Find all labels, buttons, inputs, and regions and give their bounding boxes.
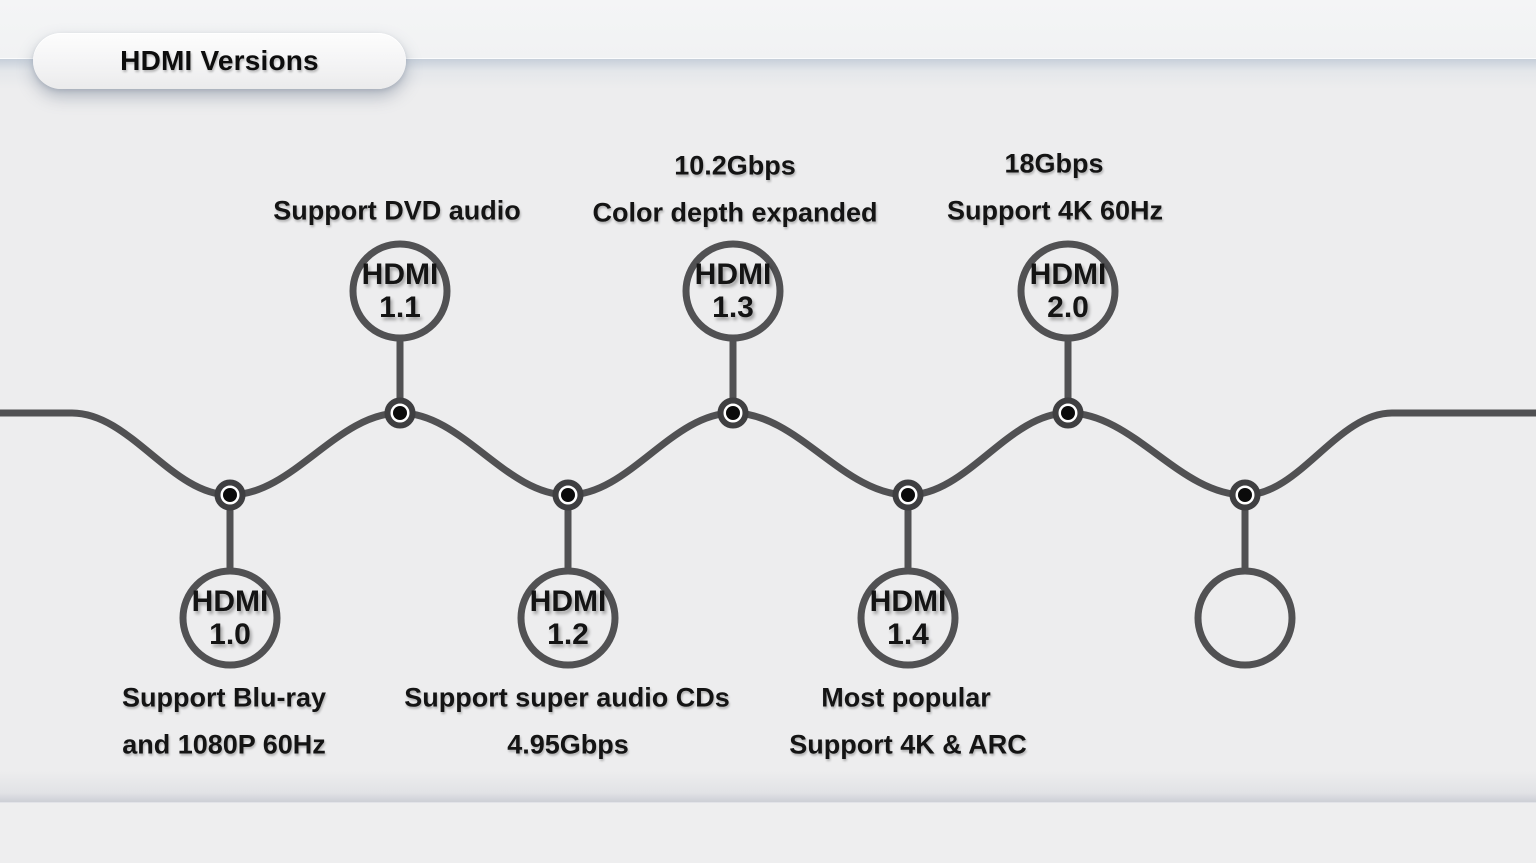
timeline-dot-center — [561, 488, 575, 502]
version-circle — [179, 567, 281, 669]
title-pill: HDMI Versions — [33, 33, 406, 89]
version-circle — [349, 240, 451, 342]
bottom-strip — [0, 802, 1536, 863]
version-circle — [857, 567, 959, 669]
timeline-dot-center — [1061, 406, 1075, 420]
version-circle — [682, 240, 784, 342]
timeline-nodes — [179, 240, 1296, 669]
version-circle — [517, 567, 619, 669]
page-title: HDMI Versions — [120, 45, 319, 76]
timeline-dot-center — [223, 488, 237, 502]
timeline-dot-center — [901, 488, 915, 502]
version-circle — [1194, 567, 1296, 669]
timeline-dot-center — [726, 406, 740, 420]
version-circle — [1017, 240, 1119, 342]
timeline-dot-center — [1238, 488, 1252, 502]
timeline-dot-center — [393, 406, 407, 420]
